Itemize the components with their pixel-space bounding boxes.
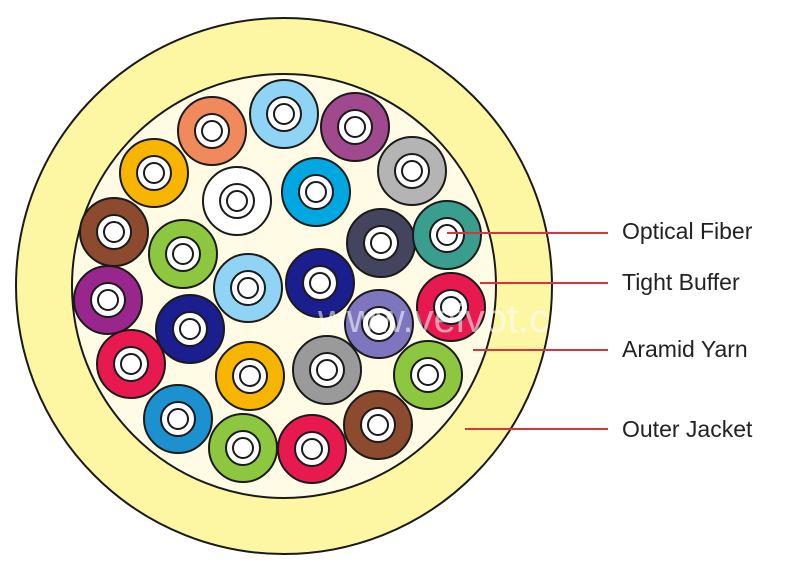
fiber [320,92,390,162]
fiber-core [226,190,248,212]
label-aramid-yarn: Aramid Yarn [622,336,748,362]
fiber-core [273,103,295,125]
label-outer-jacket: Outer Jacket [622,416,753,442]
fiber [96,329,166,399]
fiber-core [370,232,392,254]
fiber-core [120,353,142,375]
fiber [119,138,189,208]
fiber-core [172,243,194,265]
fiber [393,340,463,410]
watermark-text: www.veivot.com [317,297,605,341]
label-tight-buffer: Tight Buffer [622,269,740,295]
fiber-core [179,318,201,340]
fiber-core [417,364,439,386]
fiber [202,166,272,236]
label-optical-fiber: Optical Fiber [622,218,753,244]
fiber-core [368,313,390,335]
fiber [346,208,416,278]
fiber-core [401,160,423,182]
fiber-core [237,277,259,299]
fiber [155,294,225,364]
fiber [148,219,218,289]
fiber [344,289,414,359]
fiber [213,253,283,323]
fiber [281,157,351,227]
fiber [285,248,355,318]
fiber-core [305,181,327,203]
fiber [412,200,482,270]
fiber [249,79,319,149]
fiber-group [73,79,486,484]
fiber-core [239,365,261,387]
fiber [377,136,447,206]
fiber [143,384,213,454]
fiber [343,390,413,460]
fiber-core [367,414,389,436]
fiber [208,413,278,483]
fiber-core [436,224,458,246]
fiber-core [201,120,223,142]
fiber-core [344,116,366,138]
fiber [73,265,143,335]
fiber [215,341,285,411]
fiber-core [309,272,331,294]
fiber [79,197,149,267]
fiber [277,414,347,484]
fiber [177,96,247,166]
fiber-core [440,296,462,318]
fiber-core [143,162,165,184]
fiber-core [301,438,323,460]
fiber-core [167,408,189,430]
fiber [416,272,486,342]
fiber-core [316,359,338,381]
fiber-core [103,221,125,243]
fiber-core [232,437,254,459]
fiber-core [97,289,119,311]
fiber [292,335,362,405]
